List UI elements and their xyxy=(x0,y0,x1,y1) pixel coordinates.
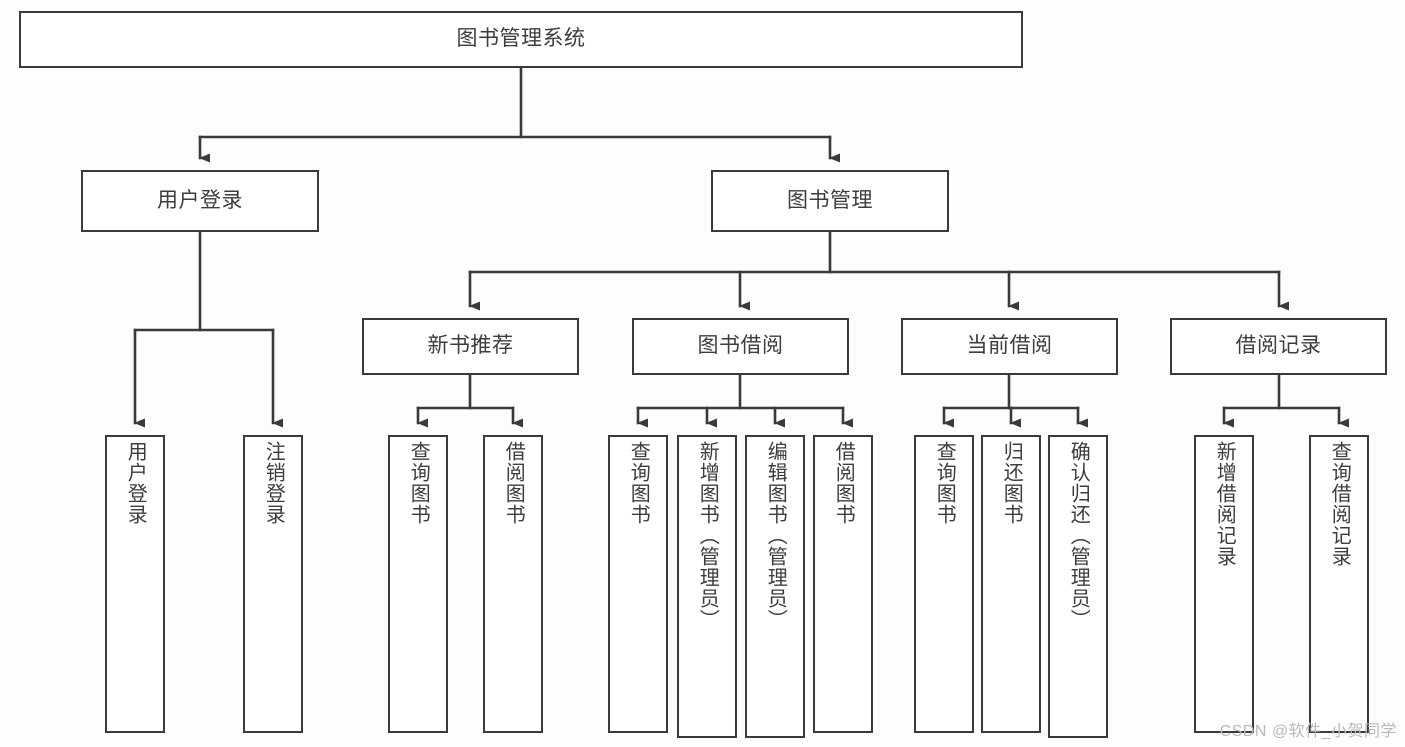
node-label: 新书推荐 xyxy=(427,334,514,358)
node-label: 归还图书 xyxy=(1000,441,1023,525)
node-label: 用户登录 xyxy=(157,188,243,212)
node-label: 新增图书（管理员） xyxy=(696,441,719,630)
node-label: 查询借阅记录 xyxy=(1328,441,1351,567)
node-label: 图书管理系统 xyxy=(456,27,586,51)
node-leaf-edit-book-admin[interactable]: 编辑图书（管理员） xyxy=(745,435,805,738)
node-label: 查询图书 xyxy=(627,441,650,525)
node-leaf-query-borrow-record[interactable]: 查询借阅记录 xyxy=(1309,435,1369,733)
node-label: 借阅记录 xyxy=(1235,334,1322,358)
node-label: 用户登录 xyxy=(124,441,147,525)
node-leaf-logout-login[interactable]: 注销登录 xyxy=(243,435,303,733)
node-label: 注销登录 xyxy=(262,441,285,525)
node-label: 查询图书 xyxy=(933,441,956,525)
node-leaf-query-book-3[interactable]: 查询图书 xyxy=(914,435,974,733)
node-book-borrow[interactable]: 图书借阅 xyxy=(632,318,849,375)
connector-root-to-level1 xyxy=(198,66,840,163)
node-book-management-system[interactable]: 图书管理系统 xyxy=(19,11,1023,68)
node-leaf-borrow-book-2[interactable]: 借阅图书 xyxy=(813,435,873,733)
node-leaf-borrow-book-1[interactable]: 借阅图书 xyxy=(483,435,543,733)
connector-currentborrow-to-leaves xyxy=(942,373,1088,428)
node-leaf-confirm-return-admin[interactable]: 确认归还（管理员） xyxy=(1048,435,1108,738)
node-book-manage[interactable]: 图书管理 xyxy=(711,170,949,232)
node-label: 借阅图书 xyxy=(832,441,855,525)
node-leaf-return-book[interactable]: 归还图书 xyxy=(981,435,1041,733)
node-current-borrow[interactable]: 当前借阅 xyxy=(901,318,1118,375)
node-label: 借阅图书 xyxy=(502,441,525,525)
node-leaf-query-book-1[interactable]: 查询图书 xyxy=(388,435,448,733)
node-label: 新增借阅记录 xyxy=(1213,441,1236,567)
connector-borrowrecord-to-leaves xyxy=(1222,373,1349,428)
connector-bookmanage-to-level2 xyxy=(468,230,1289,311)
node-label: 编辑图书（管理员） xyxy=(764,441,787,630)
node-user-login[interactable]: 用户登录 xyxy=(81,170,319,232)
node-label: 查询图书 xyxy=(407,441,430,525)
node-leaf-add-book-admin[interactable]: 新增图书（管理员） xyxy=(677,435,737,738)
node-borrow-record[interactable]: 借阅记录 xyxy=(1170,318,1387,375)
connector-bookborrow-to-leaves xyxy=(636,373,853,428)
node-label: 图书管理 xyxy=(787,188,873,212)
node-leaf-add-borrow-record[interactable]: 新增借阅记录 xyxy=(1194,435,1254,733)
connector-newbook-to-leaves xyxy=(416,373,523,428)
node-label: 图书借阅 xyxy=(697,334,784,358)
node-label: 确认归还（管理员） xyxy=(1067,441,1090,630)
node-leaf-user-login[interactable]: 用户登录 xyxy=(105,435,165,733)
node-label: 当前借阅 xyxy=(966,334,1053,358)
node-leaf-query-book-2[interactable]: 查询图书 xyxy=(608,435,668,733)
node-new-book-recommend[interactable]: 新书推荐 xyxy=(362,318,579,375)
connector-userlogin-to-leaves xyxy=(133,230,283,428)
